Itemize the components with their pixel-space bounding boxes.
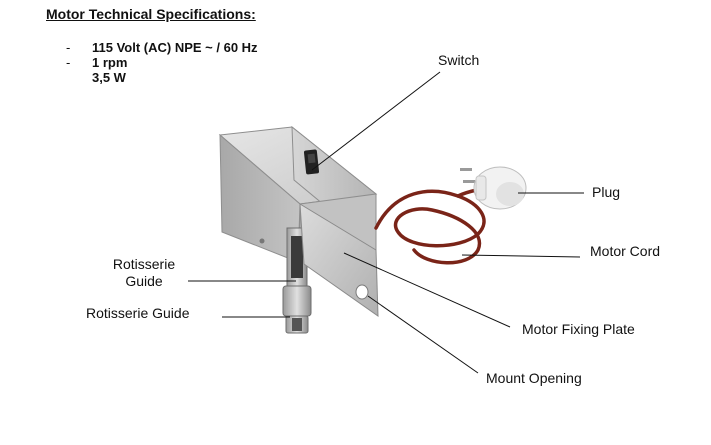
spec-item: - 115 Volt (AC) NPE ~ / 60 Hz (66, 40, 258, 55)
spec-list: - 115 Volt (AC) NPE ~ / 60 Hz - 1 rpm 3,… (66, 40, 258, 85)
callout-rotisserie-guide: Rotisserie Guide (92, 256, 196, 290)
callout-rotisserie-guide-line2: Guide (125, 273, 163, 289)
motor-fixing-plate (299, 203, 379, 317)
leader-line-mount-opening (367, 295, 479, 374)
mount-opening-hole (355, 284, 369, 300)
spec-heading: Motor Technical Specifications: (46, 6, 256, 22)
switch (303, 149, 320, 175)
spec-item: - 1 rpm (66, 55, 258, 70)
callout-rotisserie-guide-2: Rotisserie Guide (86, 305, 190, 321)
spec-text: 115 Volt (AC) NPE ~ / 60 Hz (92, 40, 258, 55)
callout-switch: Switch (438, 52, 480, 68)
spec-dash: - (66, 55, 71, 70)
callout-motor-cord: Motor Cord (590, 243, 661, 259)
leader-line-motor-fixing-plate (343, 252, 511, 328)
leader-line-switch (311, 71, 441, 171)
motor-cord (374, 184, 492, 265)
callout-motor-fixing-plate: Motor Fixing Plate (522, 321, 635, 337)
spec-dash: - (66, 40, 71, 55)
leader-lines (188, 71, 584, 374)
spec-text: 1 rpm (92, 55, 128, 70)
callout-mount-opening: Mount Opening (486, 370, 582, 386)
callout-rotisserie-guide-line1: Rotisserie (112, 256, 176, 272)
spec-text: 3,5 W (92, 70, 126, 85)
callout-plug: Plug (592, 184, 621, 200)
leader-line-motor-cord (461, 254, 581, 258)
screw-icon (259, 238, 265, 244)
plug (460, 166, 527, 210)
spec-item: 3,5 W (66, 70, 258, 85)
